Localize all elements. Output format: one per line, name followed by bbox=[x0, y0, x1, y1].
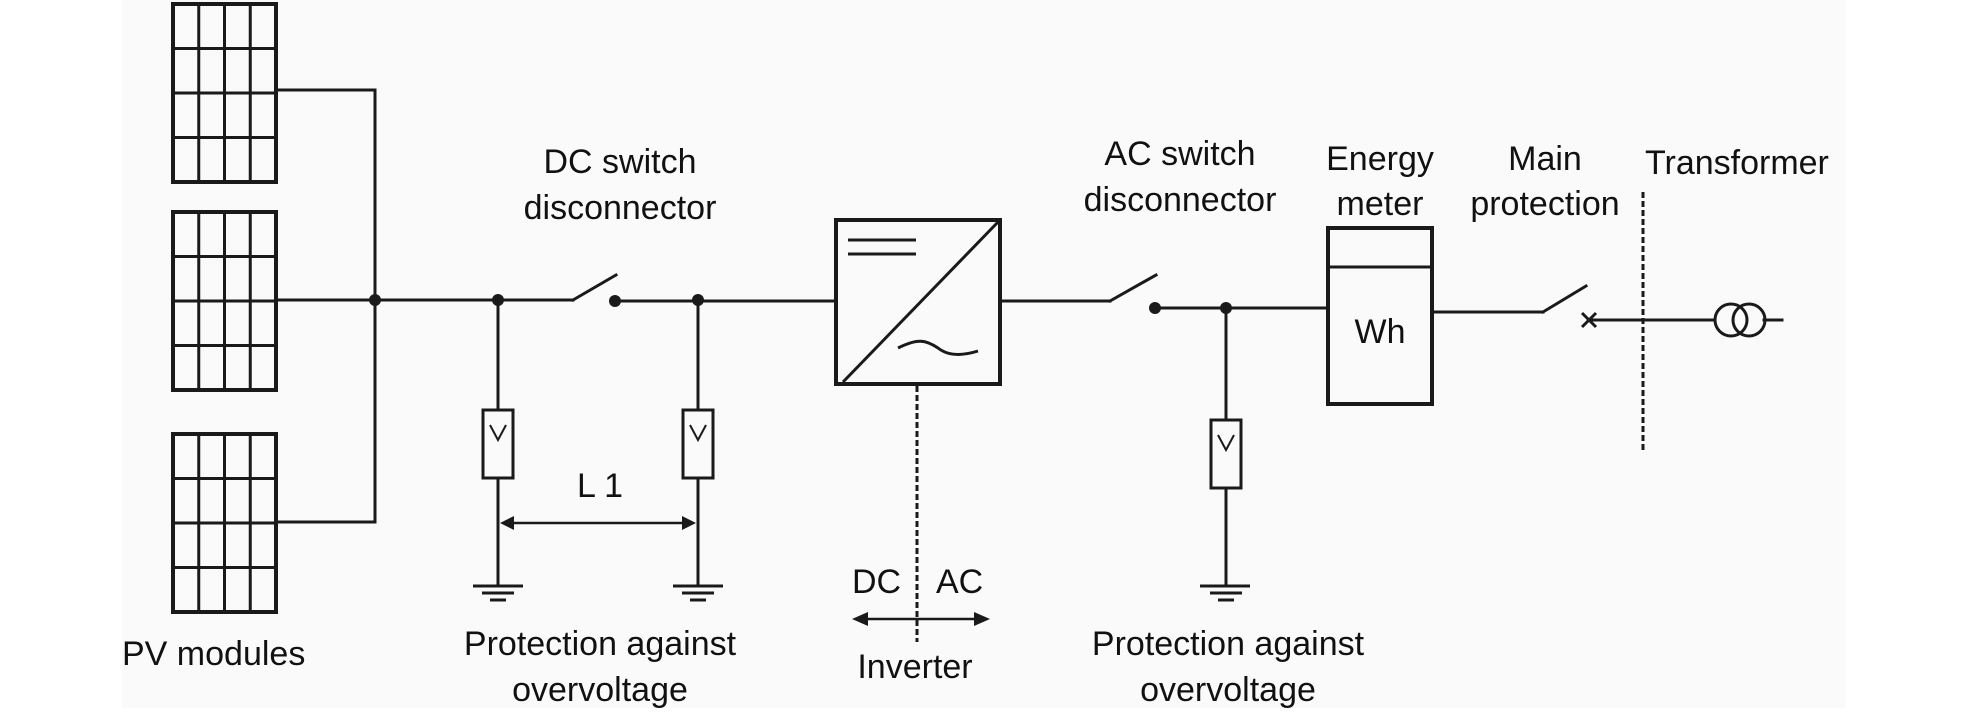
surge-arrester-icon bbox=[1209, 418, 1243, 490]
wire-pv3 bbox=[274, 298, 377, 524]
label-protection-right-1: Protection against bbox=[1091, 625, 1365, 663]
label-pv-modules: PV modules bbox=[122, 635, 306, 673]
junction-dot bbox=[1220, 302, 1232, 314]
label-l1: L 1 bbox=[576, 467, 623, 505]
label-ac-switch-1: AC switch bbox=[1104, 135, 1256, 173]
label-protection-left-2: overvoltage bbox=[512, 671, 688, 709]
main-protection-blade bbox=[1540, 283, 1589, 315]
label-protection-left-1: Protection against bbox=[463, 625, 737, 663]
l1-distance-arrow bbox=[500, 516, 696, 530]
junction-dot bbox=[692, 294, 704, 306]
breaker-x-icon bbox=[1580, 311, 1598, 329]
label-main-protection-2: protection bbox=[1470, 185, 1620, 223]
label-dc-switch-2: disconnector bbox=[523, 189, 717, 227]
label-energy-meter-1: Energy bbox=[1326, 140, 1434, 178]
pv-module-icon bbox=[171, 432, 278, 614]
pv-module-icon bbox=[171, 210, 278, 392]
ground-icon bbox=[1200, 584, 1250, 602]
ac-switch-contact bbox=[1149, 302, 1161, 314]
diagram-canvas bbox=[122, 0, 1845, 708]
ac-switch-blade bbox=[1107, 272, 1159, 304]
label-meter-unit: Wh bbox=[1354, 313, 1406, 351]
wire-pv1 bbox=[274, 88, 377, 302]
surge-arrester-icon bbox=[481, 408, 515, 480]
transformer-icon bbox=[1713, 302, 1767, 338]
ground-icon bbox=[673, 584, 723, 602]
label-ac-switch-2: disconnector bbox=[1083, 181, 1277, 219]
junction-dot bbox=[492, 294, 504, 306]
label-ac: AC bbox=[936, 563, 984, 601]
label-dc: DC bbox=[852, 563, 902, 601]
ground-icon bbox=[473, 584, 523, 602]
junction-dot bbox=[369, 294, 381, 306]
label-protection-right-2: overvoltage bbox=[1140, 671, 1316, 709]
dc-ac-double-arrow bbox=[852, 612, 990, 626]
label-inverter: Inverter bbox=[857, 648, 973, 686]
dc-switch-blade bbox=[570, 272, 619, 303]
label-energy-meter-2: meter bbox=[1336, 185, 1424, 223]
energy-meter-icon bbox=[1326, 226, 1434, 406]
surge-arrester-icon bbox=[681, 408, 715, 480]
label-main-protection-1: Main bbox=[1508, 140, 1582, 178]
label-dc-switch-1: DC switch bbox=[543, 143, 697, 181]
inverter-icon bbox=[834, 218, 1002, 386]
pv-module-icon bbox=[171, 2, 278, 184]
label-transformer: Transformer bbox=[1645, 144, 1829, 182]
dc-switch-contact bbox=[609, 295, 621, 307]
